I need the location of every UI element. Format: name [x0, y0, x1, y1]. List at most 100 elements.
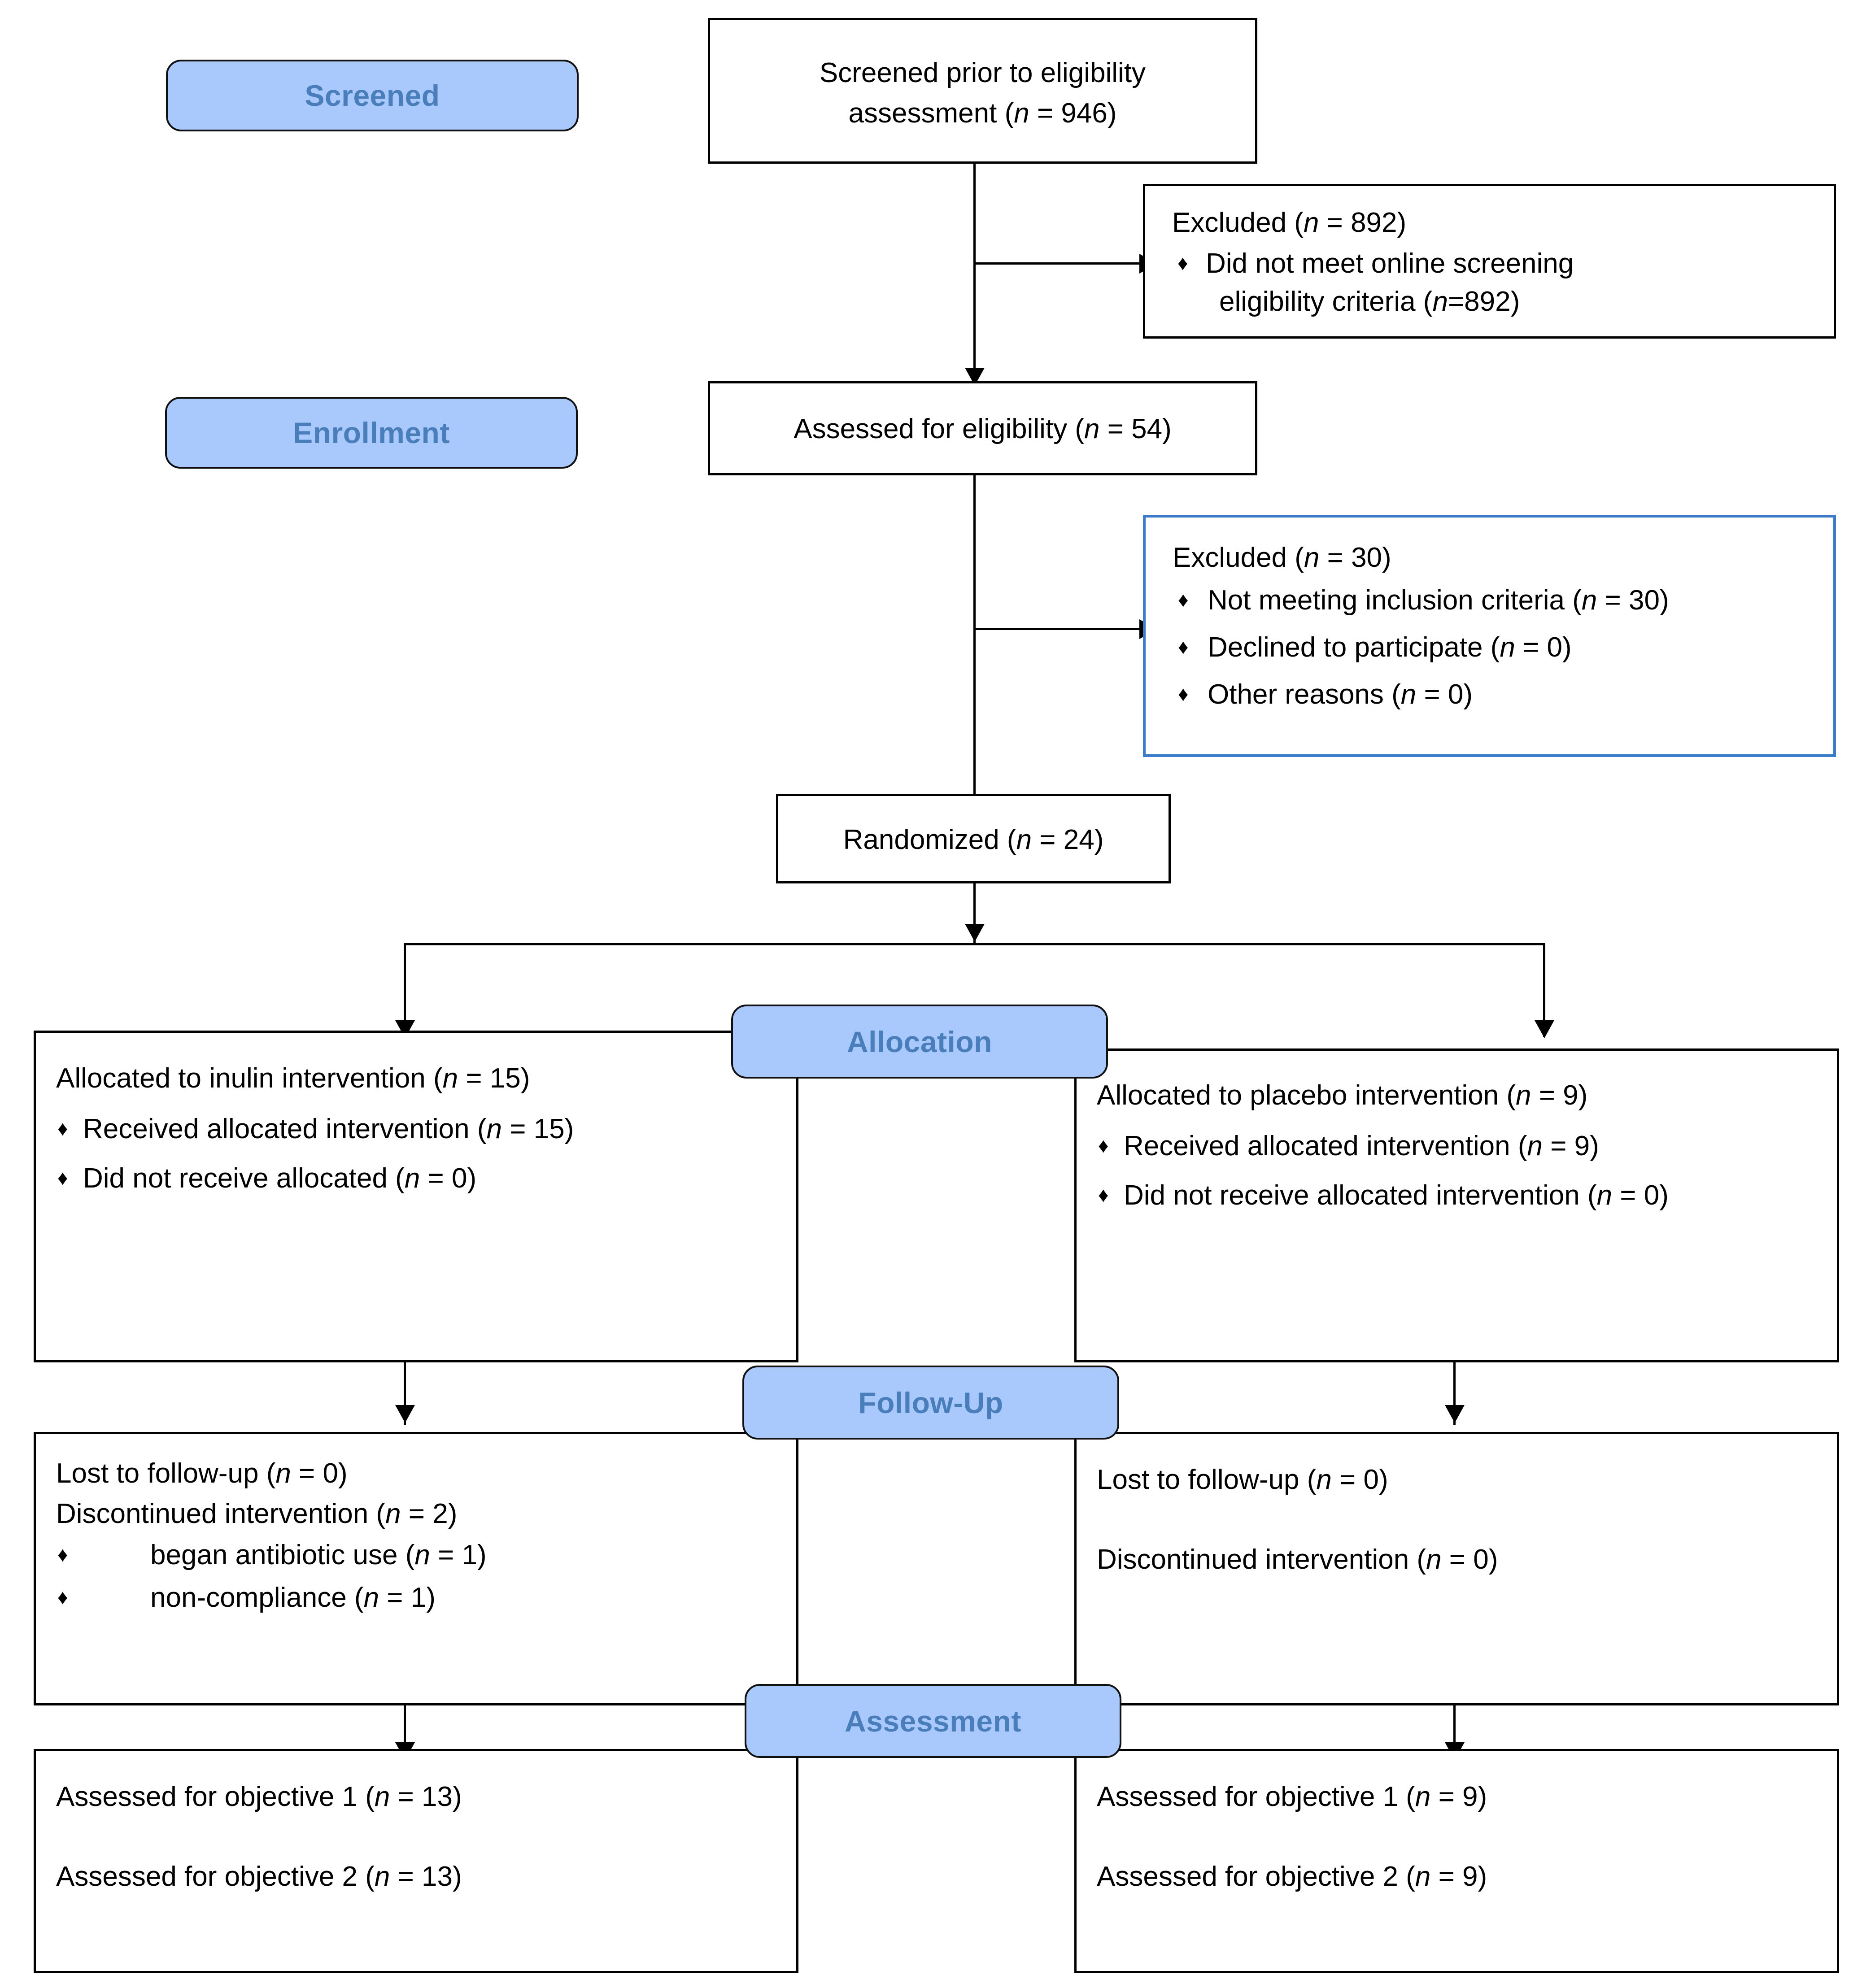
- bullet-diamond-icon: ♦: [57, 1543, 68, 1566]
- n-italic: n: [374, 1781, 390, 1812]
- follow-left-item-0-post: = 1): [430, 1540, 487, 1570]
- bullet-diamond-icon: ♦: [1098, 1134, 1109, 1157]
- assess-right-line1-post: = 9): [1430, 1781, 1487, 1812]
- arrow-down-to-alloc-right: [1535, 1020, 1554, 1038]
- alloc-left-header-pre: Allocated to inulin intervention (: [56, 1063, 443, 1094]
- excluded-eligibility-item-0: Not meeting inclusion criteria (n = 30): [1208, 583, 1669, 618]
- randomized-post: = 24): [1032, 824, 1104, 855]
- follow-left-line2: Discontinued intervention (n = 2): [56, 1496, 457, 1531]
- n-italic: n: [1014, 98, 1029, 129]
- excluded-eligibility-item-2-post: = 0): [1416, 679, 1473, 710]
- assess-right-line2-pre: Assessed for objective 2 (: [1097, 1861, 1415, 1892]
- connector-alloc-left-to-follow: [404, 1362, 406, 1425]
- connector-screened-to-excluded: [973, 262, 1144, 265]
- n-italic: n: [1016, 824, 1032, 855]
- stage-label-followup: Follow-Up: [742, 1366, 1119, 1440]
- box-allocation-inulin: Allocated to inulin intervention ( n = 15…: [34, 1031, 798, 1362]
- arrow-down-to-follow-left: [395, 1405, 415, 1423]
- alloc-right-header: Allocated to placebo intervention (n = 9…: [1097, 1078, 1587, 1113]
- bullet-diamond-icon: ♦: [57, 1166, 68, 1189]
- connector-randomized-down: [973, 883, 976, 944]
- n-italic: n: [1084, 413, 1100, 444]
- box-followup-inulin: Lost to follow-up (n = 0) Discontinued i…: [34, 1432, 798, 1705]
- excluded-eligibility-item-2: Other reasons (n = 0): [1208, 677, 1473, 712]
- randomized-text: Randomized (n = 24): [778, 822, 1169, 857]
- connector-follow-right-to-assess: [1453, 1705, 1456, 1768]
- n-italic: n: [374, 1861, 390, 1892]
- arrow-down-randomized-split: [965, 924, 985, 942]
- n-italic: n: [1500, 632, 1515, 663]
- alloc-left-item-1: Did not receive allocated (n = 0): [83, 1161, 476, 1196]
- excluded-screening-item-0-line1: Did not meet online screening: [1206, 248, 1574, 279]
- assess-left-line1-post: = 13): [390, 1781, 462, 1812]
- connector-screened-down: [973, 164, 976, 383]
- excluded-screening-header-pre: Excluded (: [1172, 207, 1304, 238]
- excluded-eligibility-item-1-pre: Declined to participate (: [1208, 632, 1500, 663]
- assess-left-line1-pre: Assessed for objective 1 (: [56, 1781, 375, 1812]
- n-italic: n: [486, 1114, 502, 1144]
- follow-left-line2-pre: Discontinued intervention (: [56, 1498, 386, 1529]
- follow-left-line1: Lost to follow-up (n = 0): [56, 1456, 348, 1491]
- excluded-screening-header: Excluded (n = 892): [1172, 205, 1406, 240]
- alloc-right-header-pre: Allocated to placebo intervention (: [1097, 1080, 1516, 1111]
- alloc-right-item-0: Received allocated intervention (n = 9): [1124, 1128, 1599, 1164]
- alloc-left-item-0-pre: Received allocated intervention (: [83, 1114, 487, 1144]
- assess-right-line2: Assessed for objective 2 (n = 9): [1097, 1859, 1487, 1894]
- n-italic: n: [404, 1163, 420, 1194]
- alloc-left-item-0: Received allocated intervention (n = 15): [83, 1111, 574, 1147]
- excluded-eligibility-header: Excluded (n = 30): [1173, 540, 1391, 575]
- assess-left-line2: Assessed for objective 2 (n = 13): [56, 1859, 462, 1894]
- follow-left-item-1: non-compliance (n = 1): [150, 1580, 436, 1615]
- screened-total-line2-post: = 946): [1029, 98, 1117, 129]
- box-excluded-screening: Excluded (n = 892) ♦ Did not meet online…: [1143, 184, 1836, 339]
- stage-label-enrollment: Enrollment: [165, 397, 578, 469]
- connector-split-left-down: [404, 943, 406, 1037]
- n-italic: n: [1527, 1131, 1543, 1161]
- assessed-eligibility-post: = 54): [1099, 413, 1172, 444]
- alloc-right-item-1: Did not receive allocated intervention (…: [1124, 1178, 1669, 1213]
- excluded-eligibility-item-1: Declined to participate (n = 0): [1208, 630, 1572, 665]
- connector-eligibility-down: [973, 475, 976, 809]
- connector-split-horizontal: [404, 943, 1545, 945]
- n-italic: n: [414, 1540, 430, 1570]
- alloc-right-item-1-pre: Did not receive allocated intervention (: [1124, 1180, 1597, 1211]
- bullet-diamond-icon: ♦: [1178, 682, 1189, 705]
- screened-total-line2: assessment (n = 946): [710, 96, 1255, 131]
- n-italic: n: [1426, 1544, 1442, 1575]
- alloc-right-item-1-post: = 0): [1612, 1180, 1669, 1211]
- n-italic: n: [275, 1458, 291, 1489]
- bullet-diamond-icon: ♦: [1178, 635, 1189, 658]
- n-italic: n: [1516, 1080, 1531, 1111]
- n-italic: n: [1303, 207, 1319, 238]
- assess-right-line1-pre: Assessed for objective 1 (: [1097, 1781, 1415, 1812]
- n-italic: n: [1316, 1464, 1332, 1495]
- follow-left-line1-pre: Lost to follow-up (: [56, 1458, 276, 1489]
- box-screened-total: Screened prior to eligibility assessment…: [708, 18, 1257, 164]
- alloc-left-item-1-pre: Did not receive allocated (: [83, 1163, 405, 1194]
- box-randomized: Randomized (n = 24): [776, 794, 1171, 883]
- screened-total-line2-pre: assessment (: [848, 98, 1014, 129]
- follow-right-line1-post: = 0): [1331, 1464, 1388, 1495]
- assessed-eligibility-pre: Assessed for eligibility (: [794, 413, 1085, 444]
- connector-split-right-down: [1543, 943, 1545, 1037]
- randomized-pre: Randomized (: [843, 824, 1016, 855]
- bullet-diamond-icon: ♦: [57, 1117, 68, 1140]
- n-italic: n: [1415, 1861, 1431, 1892]
- excluded-screening-item-0-line2: eligibility criteria (n=892): [1219, 284, 1520, 319]
- excluded-screening-header-post: = 892): [1319, 207, 1407, 238]
- stage-label-allocation: Allocation: [731, 1005, 1108, 1079]
- connector-follow-left-to-assess: [404, 1705, 406, 1768]
- assessed-eligibility-text: Assessed for eligibility (n = 54): [710, 411, 1255, 447]
- follow-right-line2-pre: Discontinued intervention (: [1097, 1544, 1426, 1575]
- alloc-left-header-post: = 15): [458, 1063, 530, 1094]
- assess-right-line1: Assessed for objective 1 (n = 9): [1097, 1779, 1487, 1814]
- follow-left-item-0-pre: began antibiotic use (: [150, 1540, 415, 1570]
- follow-right-line2-post: = 0): [1441, 1544, 1498, 1575]
- follow-left-line2-post: = 2): [401, 1498, 458, 1529]
- bullet-diamond-icon: ♦: [1098, 1183, 1109, 1206]
- box-excluded-eligibility: Excluded (n = 30) ♦ Not meeting inclusio…: [1143, 515, 1836, 757]
- alloc-right-header-post: = 9): [1531, 1080, 1588, 1111]
- assess-left-line2-pre: Assessed for objective 2 (: [56, 1861, 375, 1892]
- connector-alloc-right-to-follow: [1453, 1362, 1456, 1425]
